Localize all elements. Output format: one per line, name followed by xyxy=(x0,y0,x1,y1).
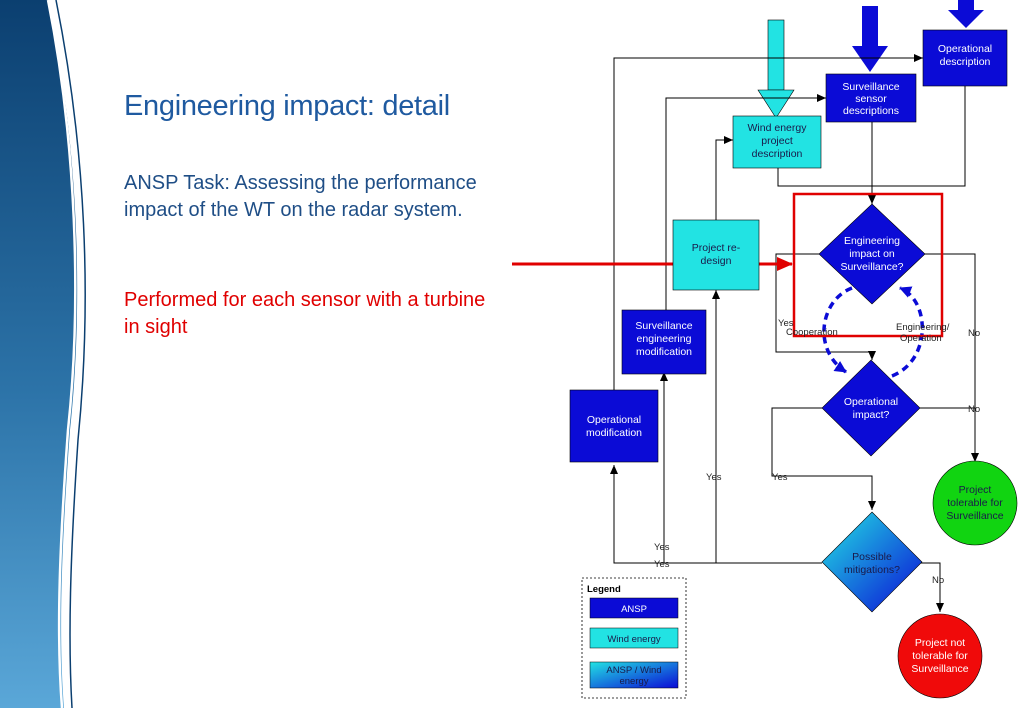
node-label: impact? xyxy=(853,409,890,421)
legend-title: Legend xyxy=(587,584,621,595)
label-cooperation: Cooperation xyxy=(786,327,838,338)
input-arrow-operational xyxy=(948,0,984,28)
node-label: Wind energy xyxy=(748,122,808,134)
node-label: Project re- xyxy=(692,242,741,254)
node-label: engineering xyxy=(637,333,692,345)
node-operational-modification: Operational modification xyxy=(569,389,659,463)
decision-possible-mitigations: Possible mitigations? xyxy=(821,511,923,613)
node-label: Project xyxy=(959,484,992,496)
node-label: Operational xyxy=(938,43,992,55)
label-yes: Yes xyxy=(654,542,670,553)
node-label: Possible xyxy=(852,551,892,563)
terminal-project-not-tolerable: Project not tolerable for Surveillance xyxy=(897,613,983,699)
legend: Legend ANSP Wind energy ANSP / Wind ener… xyxy=(581,577,687,699)
node-label: Project not xyxy=(915,637,965,649)
legend-ansp: ANSP xyxy=(621,604,647,615)
node-label: description xyxy=(940,56,991,68)
label-engineering-operation: Engineering/ xyxy=(896,322,950,333)
node-label: design xyxy=(701,255,732,267)
decision-engineering-impact: Engineering impact on Surveillance? xyxy=(818,203,926,305)
node-label: impact on xyxy=(849,248,895,260)
node-label: mitigations? xyxy=(844,564,900,576)
input-arrow-surveillance xyxy=(852,6,888,72)
node-label: modification xyxy=(636,346,692,358)
label-no: No xyxy=(968,404,980,415)
node-label: descriptions xyxy=(843,105,899,117)
node-label: tolerable for xyxy=(912,650,968,662)
node-label: project xyxy=(761,135,793,147)
highlight-box xyxy=(792,192,944,338)
label-yes: Yes xyxy=(778,318,794,329)
node-label: Operational xyxy=(844,396,898,408)
node-label: Surveillance xyxy=(842,81,899,93)
node-label: Surveillance? xyxy=(840,261,903,273)
terminal-project-tolerable: Project tolerable for Surveillance xyxy=(932,460,1018,546)
node-surveillance-sensor-descriptions: Surveillance sensor descriptions xyxy=(825,73,917,123)
node-label: modification xyxy=(586,427,642,439)
legend-both: ANSP / Wind xyxy=(606,665,661,676)
node-label: Operational xyxy=(587,414,641,426)
label-yes: Yes xyxy=(706,472,722,483)
decision-operational-impact: Operational impact? xyxy=(821,359,921,457)
edge-labels: Yes Cooperation Engineering/ Operation N… xyxy=(654,318,980,586)
node-label: Surveillance xyxy=(911,663,968,675)
node-label: description xyxy=(752,148,803,160)
node-label: Surveillance xyxy=(635,320,692,332)
label-no: No xyxy=(932,575,944,586)
node-label: Engineering xyxy=(844,235,900,247)
node-surveillance-engineering-modification: Surveillance engineering modification xyxy=(621,309,707,375)
node-label: sensor xyxy=(855,93,887,105)
legend-wind: Wind energy xyxy=(607,634,661,645)
slide-title: Engineering impact: detail xyxy=(124,90,450,122)
legend-both: energy xyxy=(619,676,648,687)
sensor-note: Performed for each sensor with a turbine… xyxy=(124,289,486,338)
input-arrow-wind xyxy=(757,19,795,119)
node-project-redesign: Project re- design xyxy=(672,219,760,291)
label-yes: Yes xyxy=(772,472,788,483)
node-wind-energy-project-description: Wind energy project description xyxy=(732,115,822,169)
node-label: tolerable for xyxy=(947,497,1003,509)
node-label: Surveillance xyxy=(946,510,1003,522)
label-no: No xyxy=(968,328,980,339)
connector-lines xyxy=(610,54,979,612)
label-engineering-operation: Operation xyxy=(900,333,942,344)
task-description: ANSP Task: Assessing the performance imp… xyxy=(124,172,477,221)
node-operational-description: Operational description xyxy=(922,29,1008,87)
label-yes: Yes xyxy=(654,559,670,570)
cooperation-cycle xyxy=(822,286,924,378)
